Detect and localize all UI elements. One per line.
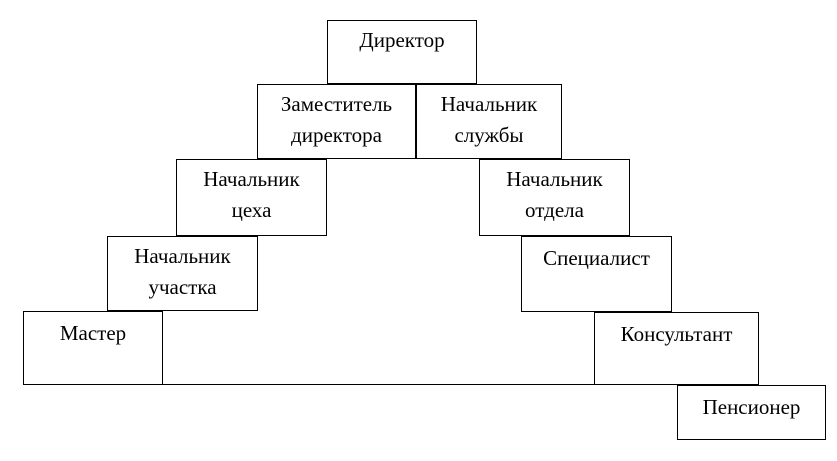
node-department-head-label-2: отдела bbox=[525, 198, 584, 222]
node-section-head-label-2: участка bbox=[148, 275, 217, 299]
node-shop-head-label-2: цеха bbox=[231, 198, 272, 222]
node-director-label: Директор bbox=[359, 28, 445, 52]
node-master-label: Мастер bbox=[59, 321, 127, 345]
node-section-head: Начальник участка bbox=[107, 236, 258, 311]
node-service-head: Начальник службы bbox=[416, 84, 562, 159]
node-consultant-label: Консультант bbox=[620, 322, 733, 346]
node-pensioner-label: Пенсионер bbox=[702, 395, 801, 419]
bottom-connector-line bbox=[162, 384, 595, 385]
node-department-head-label-1: Начальник bbox=[506, 167, 603, 191]
node-master: Мастер bbox=[23, 311, 163, 385]
node-department-head: Начальник отдела bbox=[479, 159, 630, 236]
node-deputy-director-label-1: Заместитель bbox=[280, 92, 393, 116]
node-director: Директор bbox=[327, 20, 477, 84]
node-deputy-director-label-2: директора bbox=[291, 123, 382, 147]
node-service-head-label-2: службы bbox=[454, 123, 524, 147]
node-section-head-label-1: Начальник bbox=[134, 244, 231, 268]
node-shop-head-label-1: Начальник bbox=[203, 167, 300, 191]
node-deputy-director: Заместитель директора bbox=[257, 84, 416, 159]
node-pensioner: Пенсионер bbox=[677, 385, 826, 440]
node-specialist: Специалист bbox=[521, 236, 672, 312]
node-service-head-label-1: Начальник bbox=[440, 92, 538, 116]
node-shop-head: Начальник цеха bbox=[176, 159, 327, 236]
node-consultant: Консультант bbox=[594, 312, 759, 385]
node-specialist-label: Специалист bbox=[543, 246, 650, 270]
